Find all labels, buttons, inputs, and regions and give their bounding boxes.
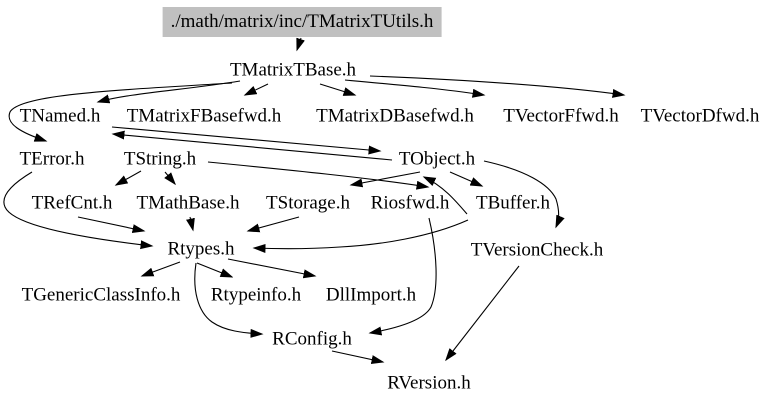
node-rtypes[interactable]: Rtypes.h [167, 238, 235, 260]
edge-tobject-to-tnamed [111, 130, 393, 161]
edge-tmatrixtbase-to-tmatrixfbasefwd [243, 83, 269, 96]
edge-tmathbase-to-rtypes [186, 216, 195, 232]
node-riosfwd[interactable]: Riosfwd.h [370, 192, 450, 214]
node-tbuffer[interactable]: TBuffer.h [475, 192, 551, 214]
edge-tobject-to-tversioncheck [483, 160, 565, 229]
edge-tstring-to-trefcnt [114, 170, 142, 186]
edge-tversioncheck-to-rversion [445, 265, 520, 362]
node-rconfig[interactable]: RConfig.h [272, 328, 352, 350]
edge-tstorage-to-rtypes [246, 216, 300, 233]
edge-rtypes-to-rtypeinfo [196, 262, 234, 278]
edge-tmatrixtbase-to-tmatrixdbasefwd [319, 83, 357, 96]
edge-rconfig-to-rversion [331, 350, 385, 364]
edge-tmatrixtbase-to-tvectorffwd [344, 79, 486, 98]
edge-tmatrixtbase-to-tvectordfwd [369, 75, 626, 98]
node-tgenericclassinfo[interactable]: TGenericClassInfo.h [21, 284, 181, 306]
edge-tobject-to-tstorage [349, 171, 421, 188]
edge-trefcnt-to-rtypes [77, 216, 146, 234]
node-tstorage[interactable]: TStorage.h [266, 192, 350, 214]
node-tstring[interactable]: TString.h [123, 148, 197, 170]
edge-tbuffer-to-tobject [422, 176, 468, 215]
edge-tstring-to-riosfwd [207, 161, 430, 190]
edge-rtypes-to-dllimport [227, 258, 317, 279]
edge-terror-to-rtypes [3, 171, 154, 250]
node-tmatrixtbase[interactable]: TMatrixTBase.h [229, 59, 357, 81]
node-tversioncheck[interactable]: TVersionCheck.h [470, 239, 604, 261]
node-trefcnt[interactable]: TRefCnt.h [31, 192, 113, 214]
edge-tnamed-to-tobject [111, 126, 382, 155]
node-tmathbase[interactable]: TMathBase.h [136, 192, 240, 214]
node-tvectorffwd[interactable]: TVectorFfwd.h [503, 105, 619, 127]
edge-tmatrixtbase-to-terror [8, 82, 233, 142]
node-terror[interactable]: TError.h [19, 148, 85, 170]
node-dllimport[interactable]: DllImport.h [325, 284, 417, 306]
edge-tbuffer-to-rtypes [252, 219, 469, 253]
node-tnamed[interactable]: TNamed.h [19, 105, 101, 127]
edge-tstring-to-tmathbase [164, 171, 176, 186]
node-tmatrixfbasefwd[interactable]: TMatrixFBasefwd.h [126, 105, 282, 127]
node-rversion[interactable]: RVersion.h [387, 372, 471, 394]
node-tvectordfwd[interactable]: TVectorDfwd.h [640, 105, 760, 127]
edge-rtypes-to-rconfig [194, 262, 264, 338]
edge-tobject-to-tbuffer [449, 171, 484, 187]
node-tmatrixdbasefwd[interactable]: TMatrixDBasefwd.h [316, 105, 474, 127]
edge-utils-to-tmatrixtbase [296, 37, 305, 52]
edge-rtypes-to-tgenericclassinfo [140, 261, 181, 277]
edge-riosfwd-to-rconfig [368, 217, 437, 336]
root-node-utils[interactable]: ./math/matrix/inc/TMatrixTUtils.h [162, 7, 442, 37]
node-tobject[interactable]: TObject.h [398, 148, 476, 170]
node-rtypeinfo[interactable]: Rtypeinfo.h [210, 284, 302, 306]
